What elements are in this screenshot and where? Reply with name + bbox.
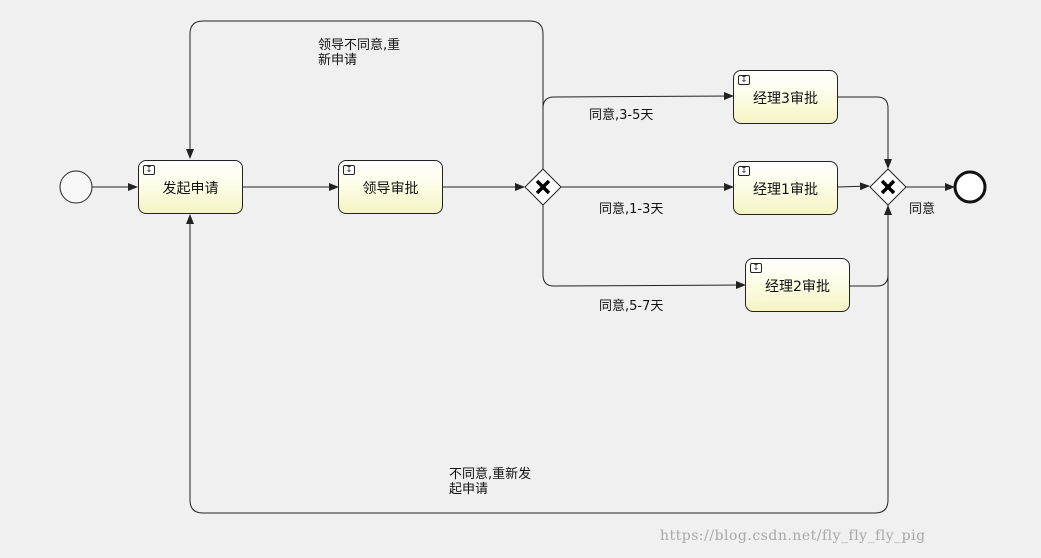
task-manager1-approval[interactable]: ↧ 经理1审批 [733,161,838,215]
task-label: 领导审批 [362,181,419,197]
task-label: 发起申请 [162,181,219,197]
task-leader-approval[interactable]: ↧ 领导审批 [338,160,443,214]
flow-label-agree-3-5: 同意,3-5天 [589,108,654,123]
flow-manager2-join[interactable] [850,205,892,287]
task-label: 经理3审批 [753,91,818,107]
download-icon: ↧ [738,75,750,85]
flow-manager3-join[interactable] [838,96,892,169]
flow-manager1-join[interactable] [837,182,870,191]
flow-agree-3-5[interactable] [542,92,734,169]
download-icon: ↧ [343,165,355,175]
start-event[interactable] [59,170,93,204]
flow-reject-resubmit[interactable] [186,205,889,514]
task-label: 经理1审批 [753,182,818,198]
download-icon: ↧ [738,166,750,176]
end-event[interactable] [953,170,987,204]
task-manager3-approval[interactable]: ↧ 经理3审批 [733,70,838,124]
task-label: 经理2审批 [765,279,830,295]
flow-label-agree-1-3: 同意,1-3天 [599,202,664,217]
task-submit-application[interactable]: ↧ 发起申请 [138,160,243,214]
exclusive-gateway-join[interactable] [869,168,907,206]
exclusive-gateway-split[interactable] [524,168,562,206]
flow-label-agree-end: 同意 [909,202,936,217]
flow-leader-reject[interactable] [186,20,544,169]
flow-label-agree-5-7: 同意,5-7天 [599,299,664,314]
watermark: https://blog.csdn.net/fly_fly_fly_pig [660,528,926,544]
download-icon: ↧ [750,263,762,273]
download-icon: ↧ [143,165,155,175]
task-manager2-approval[interactable]: ↧ 经理2审批 [745,258,850,312]
flow-agree-5-7[interactable] [542,205,746,290]
flow-label-leader-reject: 领导不同意,重 新申请 [318,38,401,68]
flow-label-reject-resubmit: 不同意,重新发 起申请 [449,467,532,497]
